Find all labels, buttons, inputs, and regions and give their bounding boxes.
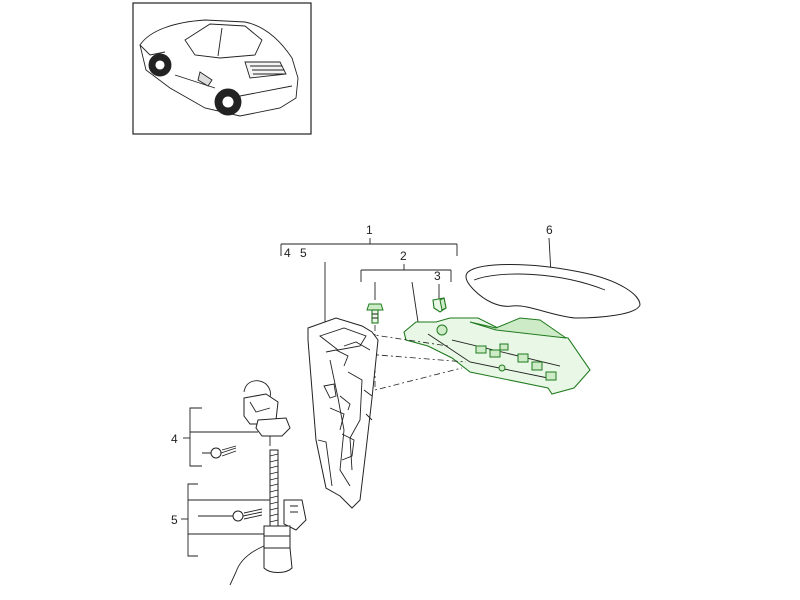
callout-2: 2	[400, 249, 407, 263]
callout-5: 5	[171, 513, 178, 527]
callout-3: 3	[434, 269, 441, 283]
part-5-spindle-motor	[229, 449, 307, 586]
callout-3-group: 3	[434, 269, 441, 300]
callout-2-group: 2	[360, 249, 452, 323]
callout-4-group: 4	[171, 407, 258, 467]
part-1-main-bracket	[307, 317, 379, 509]
callout-5-ref: 5	[300, 246, 307, 260]
part-3-clip	[432, 297, 447, 313]
callout-5-group: 5	[171, 483, 270, 557]
part-6-cover-trim	[465, 264, 641, 319]
part-4-drive-unit	[243, 380, 291, 446]
part-2-screw	[366, 303, 384, 324]
car-illustration	[139, 19, 299, 117]
part-2-green-bracket	[403, 317, 591, 395]
part-5-screw	[232, 508, 263, 522]
callout-4-ref: 4	[284, 246, 291, 260]
callout-1: 1	[366, 223, 373, 237]
callout-4: 4	[171, 432, 178, 446]
vehicle-thumbnail	[132, 2, 312, 135]
callout-1-group: 1 4 5	[280, 223, 458, 325]
callout-6: 6	[546, 223, 553, 237]
part-4-screw	[210, 445, 237, 459]
